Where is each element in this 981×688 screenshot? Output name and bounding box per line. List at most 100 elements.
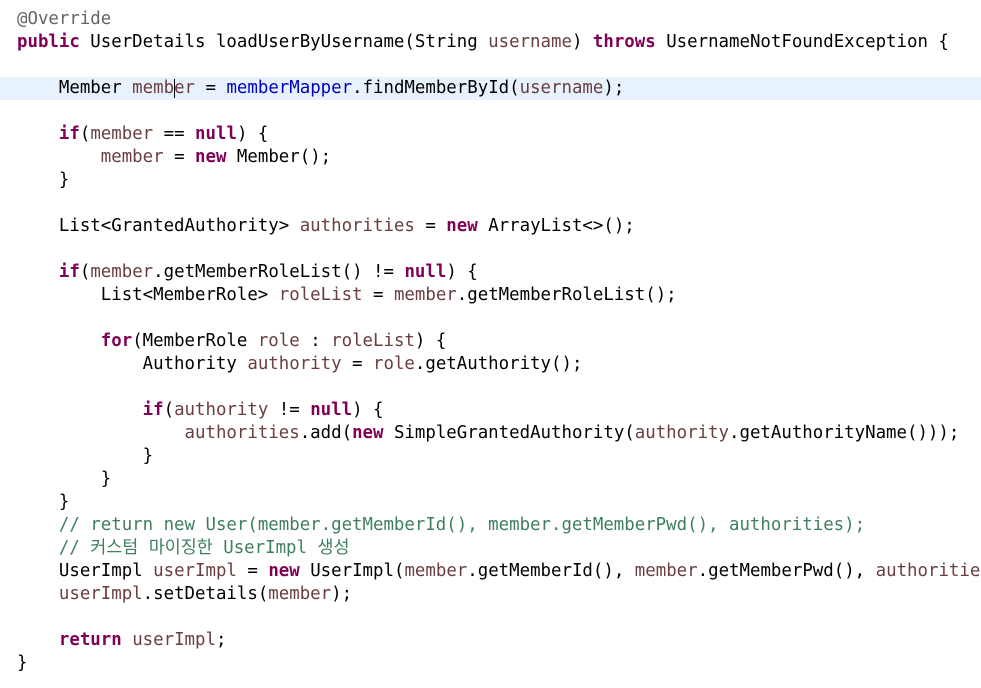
code-token-plain: } bbox=[17, 492, 70, 512]
code-token-plain: .getMemberPwd(), bbox=[697, 561, 876, 581]
code-token-plain: ) { bbox=[352, 400, 384, 420]
code-token-plain bbox=[17, 331, 101, 351]
code-token-plain: .getAuthorityName())); bbox=[729, 423, 960, 443]
code-line[interactable]: if(authority != null) { bbox=[0, 399, 981, 422]
code-line[interactable]: Member member = memberMapper.findMemberB… bbox=[0, 77, 981, 100]
code-token-plain: .add( bbox=[299, 423, 353, 443]
code-line[interactable]: // return new User(member.getMemberId(),… bbox=[0, 514, 981, 537]
code-token-local: role bbox=[373, 354, 415, 374]
code-token-plain: } bbox=[17, 469, 112, 489]
code-token-plain bbox=[17, 584, 59, 604]
code-token-keyword: new bbox=[352, 423, 384, 443]
code-token-plain: ( bbox=[79, 124, 91, 144]
code-token-plain: Authority bbox=[17, 354, 248, 374]
code-token-local: authorities bbox=[299, 216, 415, 236]
code-line[interactable] bbox=[0, 54, 981, 77]
code-token-keyword: if bbox=[58, 262, 80, 282]
code-token-local: authority bbox=[247, 354, 342, 374]
code-token-plain: ) { bbox=[236, 124, 269, 144]
code-line[interactable] bbox=[0, 192, 981, 215]
code-token-local: userImpl bbox=[58, 584, 143, 604]
code-token-plain bbox=[17, 538, 59, 558]
code-line[interactable]: Authority authority = role.getAuthority(… bbox=[0, 353, 981, 376]
code-token-plain: .getAuthority(); bbox=[414, 354, 583, 374]
code-token-local: authorities bbox=[184, 423, 300, 443]
code-token-plain: List<MemberRole> bbox=[17, 285, 279, 305]
code-token-plain bbox=[17, 124, 59, 144]
code-token-plain: .setDetails( bbox=[142, 584, 269, 604]
code-token-plain: (MemberRole bbox=[132, 331, 258, 351]
code-token-local: memb bbox=[132, 78, 175, 98]
code-token-plain: = bbox=[195, 78, 227, 98]
code-token-keyword: if bbox=[142, 400, 164, 420]
code-line[interactable]: member = new Member(); bbox=[0, 146, 981, 169]
code-token-plain: } bbox=[17, 446, 154, 466]
code-token-plain: Member bbox=[17, 78, 133, 98]
code-token-plain bbox=[17, 262, 59, 282]
code-line[interactable]: List<MemberRole> roleList = member.getMe… bbox=[0, 284, 981, 307]
code-token-plain: = bbox=[236, 561, 269, 581]
code-token-comment: // return new User(member.getMemberId(),… bbox=[58, 515, 866, 535]
code-token-plain: UsernameNotFoundException { bbox=[655, 32, 949, 52]
code-line[interactable]: @Override bbox=[0, 8, 981, 31]
code-token-local: er bbox=[174, 78, 196, 98]
code-token-local: role bbox=[257, 331, 300, 351]
code-line[interactable] bbox=[0, 606, 981, 629]
code-line[interactable]: } bbox=[0, 652, 981, 675]
code-token-plain: ( bbox=[79, 262, 91, 282]
code-line[interactable]: } bbox=[0, 491, 981, 514]
code-line[interactable]: // 커스텀 마이징한 UserImpl 생성 bbox=[0, 537, 981, 560]
code-token-plain: Member(); bbox=[226, 147, 332, 167]
code-line[interactable]: authorities.add(new SimpleGrantedAuthori… bbox=[0, 422, 981, 445]
code-line[interactable]: userImpl.setDetails(member); bbox=[0, 583, 981, 606]
code-line[interactable]: } bbox=[0, 169, 981, 192]
code-line[interactable] bbox=[0, 307, 981, 330]
code-token-plain: ( bbox=[163, 400, 175, 420]
code-line[interactable]: if(member.getMemberRoleList() != null) { bbox=[0, 261, 981, 284]
code-token-plain: == bbox=[153, 124, 196, 144]
code-token-local: roleList bbox=[278, 285, 363, 305]
code-line[interactable] bbox=[0, 100, 981, 123]
code-token-plain bbox=[17, 423, 185, 443]
code-token-plain: = bbox=[362, 285, 394, 305]
code-token-keyword: null bbox=[310, 400, 353, 420]
code-token-plain bbox=[17, 400, 143, 420]
code-line[interactable]: UserImpl userImpl = new UserImpl(member.… bbox=[0, 560, 981, 583]
code-token-plain: .getMemberRoleList(); bbox=[456, 285, 677, 305]
code-token-keyword: new bbox=[446, 216, 478, 236]
code-line[interactable]: for(MemberRole role : roleList) { bbox=[0, 330, 981, 353]
code-token-local: username bbox=[519, 78, 604, 98]
code-token-plain: ); bbox=[331, 584, 353, 604]
code-token-local: member bbox=[90, 262, 154, 282]
code-token-plain: ); bbox=[603, 78, 625, 98]
code-token-plain: UserImpl( bbox=[299, 561, 405, 581]
code-token-local: userImpl bbox=[132, 630, 216, 650]
code-token-plain: UserImpl bbox=[17, 561, 154, 581]
code-line[interactable]: List<GrantedAuthority> authorities = new… bbox=[0, 215, 981, 238]
code-line[interactable]: return userImpl; bbox=[0, 629, 981, 652]
code-token-plain bbox=[17, 515, 59, 535]
code-token-keyword: new bbox=[195, 147, 227, 167]
code-token-plain: } bbox=[17, 170, 70, 190]
code-line[interactable] bbox=[0, 238, 981, 261]
code-line[interactable]: } bbox=[0, 468, 981, 491]
code-token-keyword: return bbox=[58, 630, 122, 650]
code-line[interactable] bbox=[0, 376, 981, 399]
code-token-local: member bbox=[100, 147, 164, 167]
code-line[interactable]: } bbox=[0, 445, 981, 468]
code-line[interactable]: public UserDetails loadUserByUsername(St… bbox=[0, 31, 981, 54]
code-token-plain: ) bbox=[571, 32, 593, 52]
code-token-plain: ) { bbox=[446, 262, 478, 282]
code-token-plain: .getMemberId(), bbox=[467, 561, 635, 581]
code-token-plain bbox=[17, 147, 101, 167]
code-token-local: member bbox=[90, 124, 154, 144]
code-token-annotation: @Override bbox=[17, 9, 112, 29]
code-line[interactable]: if(member == null) { bbox=[0, 123, 981, 146]
code-token-keyword: null bbox=[404, 262, 447, 282]
code-token-keyword: new bbox=[268, 561, 300, 581]
code-token-plain: SimpleGrantedAuthority( bbox=[383, 423, 635, 443]
code-token-plain: ) { bbox=[414, 331, 447, 351]
code-token-plain: ArrayList<>(); bbox=[477, 216, 635, 236]
